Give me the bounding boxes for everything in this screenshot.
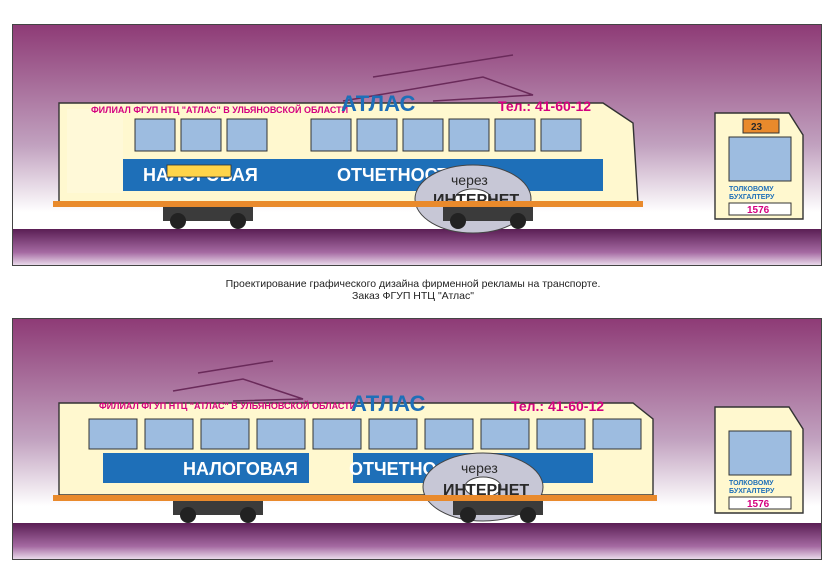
pantograph — [342, 54, 534, 102]
front-slogan-2: БУХГАЛТЕРУ — [729, 194, 775, 201]
tram-front-view-2: ТОЛКОВОМУ БУХГАЛТЕРУ 1576 — [714, 406, 804, 514]
caption-line-1: Проектирование графического дизайна фирм… — [225, 278, 601, 290]
side-internet-2: ИНТЕРНЕТ — [443, 482, 529, 499]
brand-text: АТЛАС — [341, 91, 415, 116]
front-slogan-2-2: БУХГАЛТЕРУ — [729, 488, 775, 495]
phone-text-2: Тел.: 41-60-12 — [511, 398, 604, 414]
tram-front-view-1: 23 ТОЛКОВОМУ БУХГАЛТЕРУ 1576 — [714, 112, 804, 220]
bogie-front — [163, 207, 253, 229]
bogie-rear — [443, 207, 533, 229]
top-illustration-panel: НАЛОГОВАЯ ОТЧЕТНОСТЬ через ИНТЕРНЕТ ФИЛИ… — [12, 24, 822, 266]
caption: Проектирование графического дизайна фирм… — [0, 278, 826, 302]
bogie-rear-2 — [453, 501, 543, 523]
ground-strip — [13, 229, 821, 265]
side-via-2: через — [461, 460, 498, 476]
tram-side-view-1: НАЛОГОВАЯ ОТЧЕТНОСТЬ через ИНТЕРНЕТ ФИЛИ… — [53, 91, 643, 234]
side-via: через — [451, 172, 488, 188]
branch-text: ФИЛИАЛ ФГУП НТЦ "АТЛАС" В УЛЬЯНОВСКОЙ ОБ… — [91, 104, 348, 115]
front-slogan-1-2: ТОЛКОВОМУ — [729, 480, 774, 487]
phone-text: Тел.: 41-60-12 — [498, 98, 591, 114]
tram-number-2: 1576 — [747, 499, 770, 510]
ground-strip — [13, 523, 821, 559]
front-slogan-1: ТОЛКОВОМУ — [729, 186, 774, 193]
bogie-front-2 — [173, 501, 263, 523]
caption-line-2: Заказ ФГУП НТЦ "Атлас" — [352, 290, 474, 302]
tram-side-view-2: НАЛОГОВАЯ ОТЧЕТНОСТЬ через ИНТЕРНЕТ ФИЛИ… — [53, 391, 657, 523]
brand-text-2: АТЛАС — [351, 391, 425, 416]
branch-text-2: ФИЛИАЛ ФГУП НТЦ "АТЛАС" В УЛЬЯНОВСКОЙ ОБ… — [99, 400, 356, 411]
route-number: 23 — [751, 122, 763, 133]
tram-number: 1576 — [747, 205, 770, 216]
bottom-illustration-panel: НАЛОГОВАЯ ОТЧЕТНОСТЬ через ИНТЕРНЕТ ФИЛИ… — [12, 318, 822, 560]
side-word-1-2: НАЛОГОВАЯ — [183, 459, 298, 479]
pantograph — [172, 360, 304, 402]
